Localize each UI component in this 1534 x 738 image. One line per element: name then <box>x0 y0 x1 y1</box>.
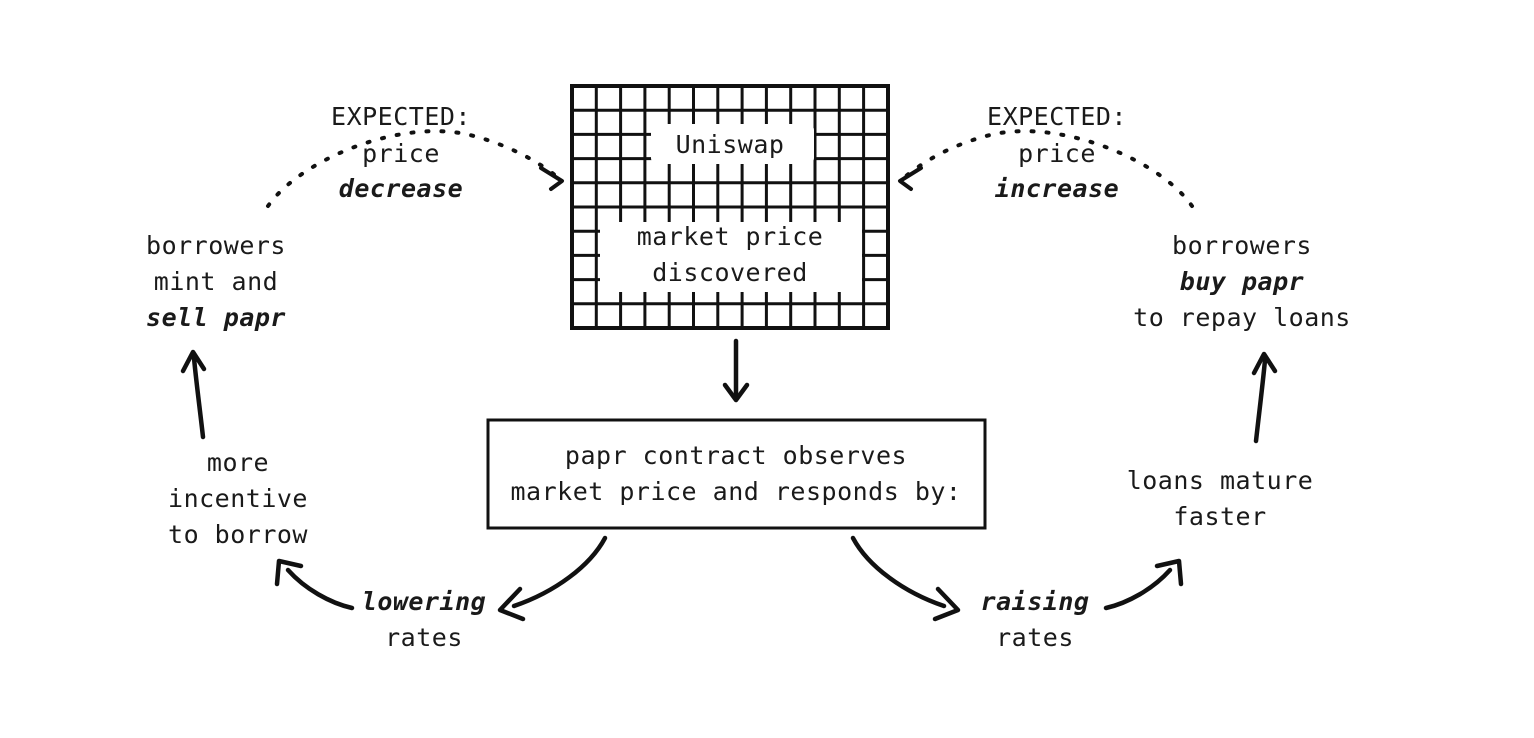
right-action-line2: buy papr <box>1180 267 1304 296</box>
right-maturity-text: loans mature faster <box>1127 466 1314 531</box>
contract-line-2-emphasis: responds <box>775 477 899 506</box>
contract-line-2: market price and responds by: <box>510 477 961 506</box>
right-response-text: raising rates <box>981 587 1090 652</box>
market-price-label-mask <box>600 222 862 292</box>
market-price-line2: discovered <box>652 258 808 287</box>
left-response-line2: rates <box>385 623 463 652</box>
uniswap-label-mask <box>651 124 814 164</box>
contract-line-1-plain: papr contract <box>565 441 783 470</box>
right-action-line3: to repay loans <box>1133 303 1351 332</box>
raising-to-maturity-arrow <box>1103 558 1184 611</box>
left-expected-line3: decrease <box>339 174 463 203</box>
left-action-text: borrowers mint and sell papr <box>146 231 286 332</box>
uniswap-label: Uniswap <box>676 130 785 159</box>
right-maturity-up-arrow <box>1251 351 1278 444</box>
left-expected-dotted-arrow <box>266 129 564 208</box>
market-price-line1: market price <box>637 222 824 251</box>
uniswap-to-contract-arrow <box>722 338 750 403</box>
right-maturity-line1: loans mature <box>1127 466 1314 495</box>
right-response-line1: raising <box>981 587 1090 616</box>
left-incentive-up-arrow <box>180 349 207 440</box>
left-expectation-text: EXPECTED: price decrease <box>331 102 471 203</box>
contract-line-2-tail: by: <box>899 477 961 506</box>
contract-box-outline <box>486 418 987 530</box>
right-response-line2: rates <box>996 623 1074 652</box>
contract-to-raising-arrow <box>850 535 961 622</box>
right-maturity-line2: faster <box>1173 502 1266 531</box>
contract-to-lowering-arrow <box>497 535 608 622</box>
left-incentive-line1: more <box>207 448 269 477</box>
left-action-line2: mint and <box>154 267 278 296</box>
right-expected-line3: increase <box>995 174 1119 203</box>
left-response-line1: lowering <box>362 587 486 616</box>
left-action-line3: sell papr <box>146 303 286 332</box>
left-response-text: lowering rates <box>362 587 486 652</box>
right-expectation-text: EXPECTED: price increase <box>987 102 1127 203</box>
right-expected-dotted-arrow <box>898 129 1194 208</box>
contract-line-1: papr contract observes <box>565 441 907 470</box>
right-expected-line1: EXPECTED: <box>987 102 1127 131</box>
uniswap-grid-box: Uniswap market price discovered <box>570 84 890 330</box>
left-expected-line2: price <box>362 139 440 168</box>
left-incentive-text: more incentive to borrow <box>168 448 308 549</box>
right-action-line1: borrowers <box>1172 231 1312 260</box>
left-expected-line1: EXPECTED: <box>331 102 471 131</box>
right-expected-line2: price <box>1018 139 1096 168</box>
contract-line-2-plain: market price and <box>510 477 774 506</box>
papr-contract-box: papr contract observes market price and … <box>486 418 987 530</box>
grid-outer-frame <box>570 84 890 330</box>
left-incentive-line2: incentive <box>168 484 308 513</box>
right-action-text: borrowers buy papr to repay loans <box>1133 231 1351 332</box>
left-action-line1: borrowers <box>146 231 286 260</box>
lowering-to-incentive-arrow <box>274 558 355 611</box>
left-incentive-line3: to borrow <box>168 520 308 549</box>
contract-line-1-emphasis: observes <box>783 441 907 470</box>
